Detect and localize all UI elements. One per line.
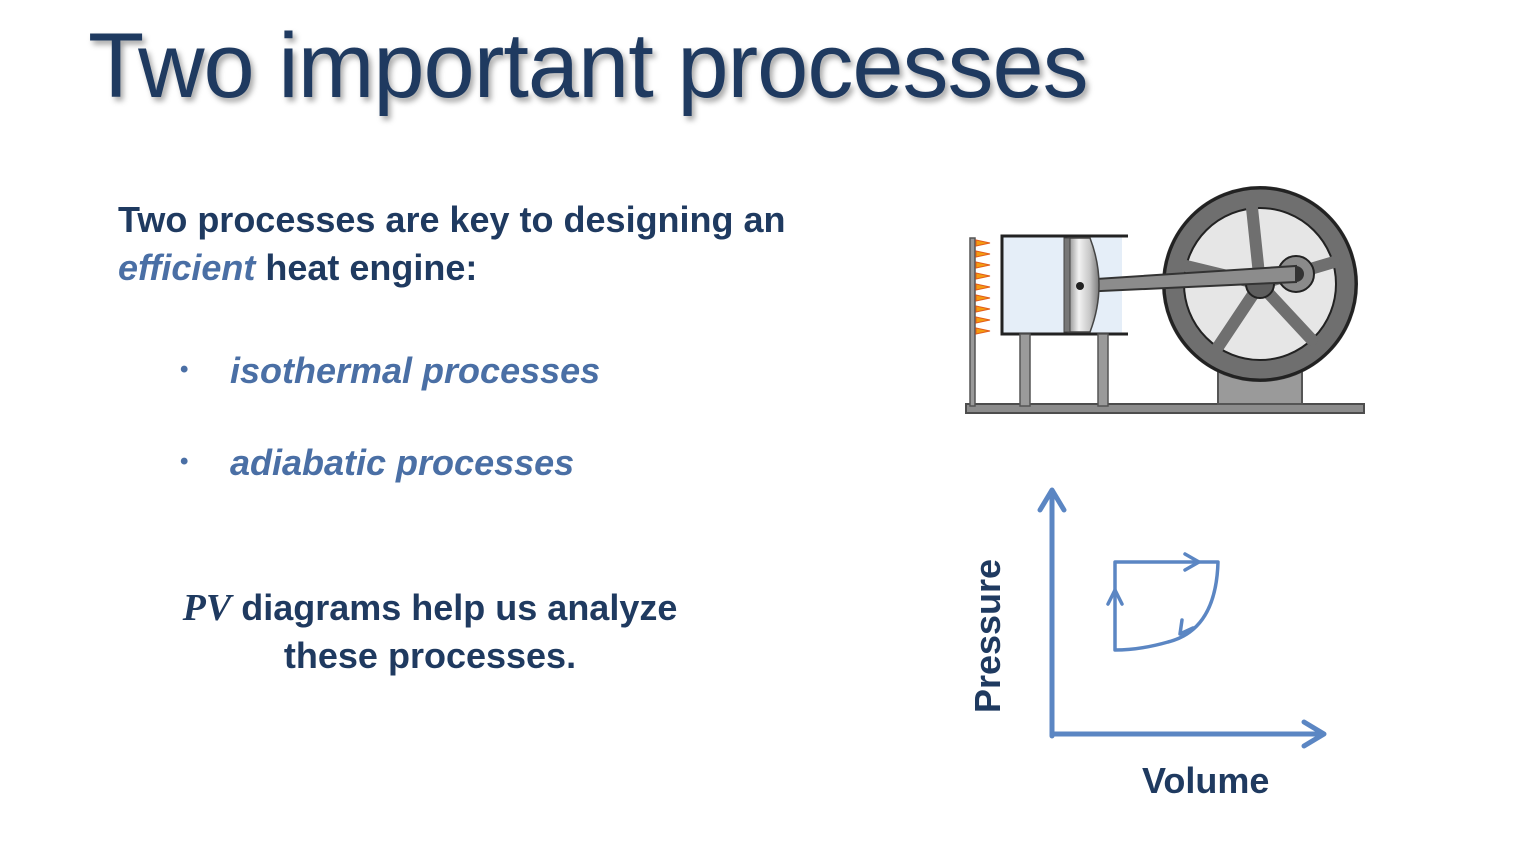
heat-engine-illustration <box>965 186 1365 414</box>
intro-text: Two processes are key to designing an ef… <box>118 196 818 292</box>
pressure-axis-label: Pressure <box>967 558 1008 714</box>
pv-cycle-path <box>1113 560 1220 652</box>
bullet-text: adiabatic processes <box>230 442 575 483</box>
engine-post <box>969 237 976 407</box>
cylinder-wall <box>1000 234 1128 336</box>
intro-part1: Two processes are key to designing an <box>118 199 786 240</box>
flame-icon <box>975 239 991 335</box>
list-item: • isothermal processes <box>180 350 600 442</box>
piston-ring <box>1063 237 1071 333</box>
cycle-arrow-right-icon <box>1183 552 1201 572</box>
bullet-marker: • <box>180 356 189 383</box>
y-axis-arrow-icon <box>1037 487 1067 513</box>
pv-axes <box>1037 487 1327 749</box>
cycle-arrow-down-icon <box>1178 618 1195 636</box>
pv-math: PV <box>182 587 232 629</box>
list-item: • adiabatic processes <box>180 442 600 534</box>
pv-note-text: diagrams help us analyze these processes… <box>241 587 678 676</box>
piston-pin <box>1076 282 1084 290</box>
slide-title: Two important processes <box>88 15 1089 117</box>
intro-part2: heat engine: <box>265 247 478 288</box>
cylinder-leg <box>1097 333 1109 407</box>
process-list: • isothermal processes • adiabatic process… <box>180 350 600 534</box>
cylinder-leg <box>1019 333 1031 407</box>
engine-base <box>965 403 1365 414</box>
bullet-marker: • <box>180 448 189 475</box>
pv-diagram <box>1037 487 1327 749</box>
x-axis-arrow-icon <box>1301 719 1327 749</box>
intro-emphasis: efficient <box>118 247 256 288</box>
pv-note: PV diagrams help us analyze these proces… <box>150 584 710 680</box>
volume-axis-label: Volume <box>1142 760 1270 801</box>
bullet-text: isothermal processes <box>230 350 601 391</box>
pv-cycle <box>1106 552 1220 652</box>
cycle-arrow-up-icon <box>1106 588 1124 606</box>
